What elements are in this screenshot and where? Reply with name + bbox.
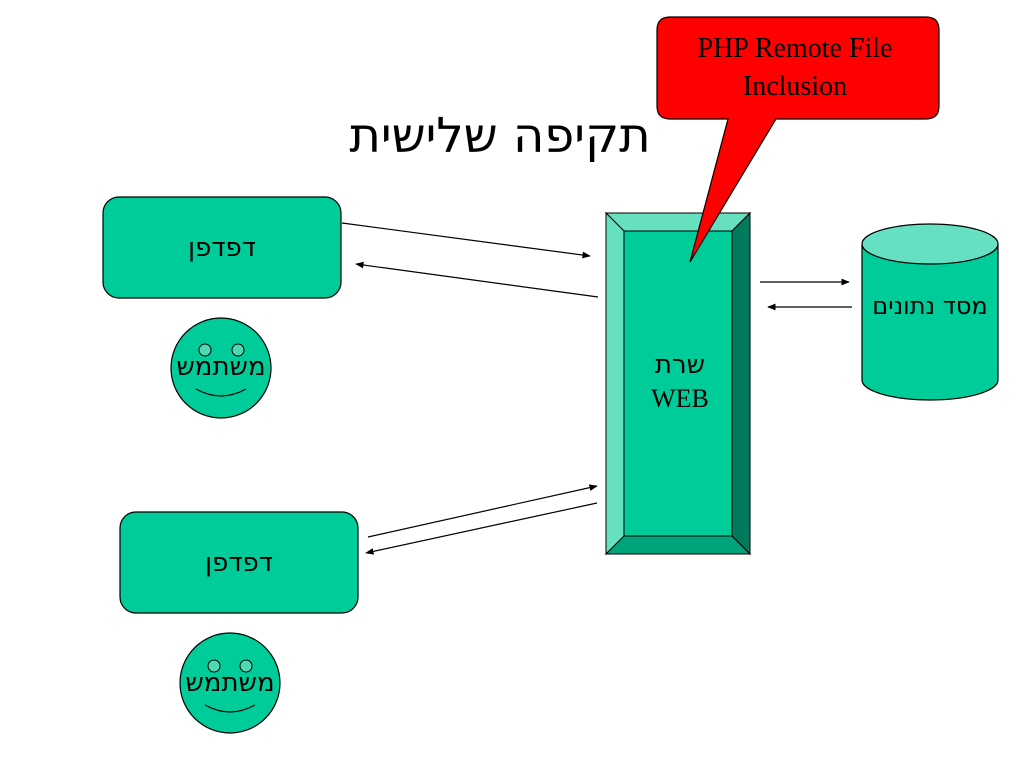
database-cylinder: [861, 223, 999, 401]
web-server-label: שרת WEB: [625, 348, 735, 416]
web-server-label-line1: שרת: [654, 350, 706, 380]
callout-line1: PHP Remote File: [697, 33, 893, 64]
user-bottom-label: משתמש: [185, 668, 275, 698]
web-server-label-line2: WEB: [651, 384, 709, 413]
callout-line2: Inclusion: [742, 71, 848, 102]
user-bottom-smiley: [179, 632, 281, 734]
arrow-browser-bottom-to-server: [367, 484, 598, 538]
user-top-smiley: [170, 317, 272, 419]
arrow-server-to-browser-top: [355, 261, 599, 298]
callout-bubble: [656, 16, 940, 263]
user-top-label: משתמש: [176, 352, 266, 382]
browser-bottom-label: דפדפן: [205, 548, 273, 578]
page-title: תקיפה שלישית: [349, 108, 651, 164]
callout-text: PHP Remote File Inclusion: [660, 30, 930, 106]
browser-bottom-box: [119, 511, 359, 614]
web-server-block: [604, 211, 752, 556]
database-label: מסד נתונים: [872, 292, 988, 320]
browser-top-box: [102, 196, 342, 299]
arrow-browser-top-to-server: [341, 222, 591, 259]
browser-top-label: דפדפן: [188, 233, 256, 263]
arrow-server-to-browser-bottom: [365, 502, 598, 555]
